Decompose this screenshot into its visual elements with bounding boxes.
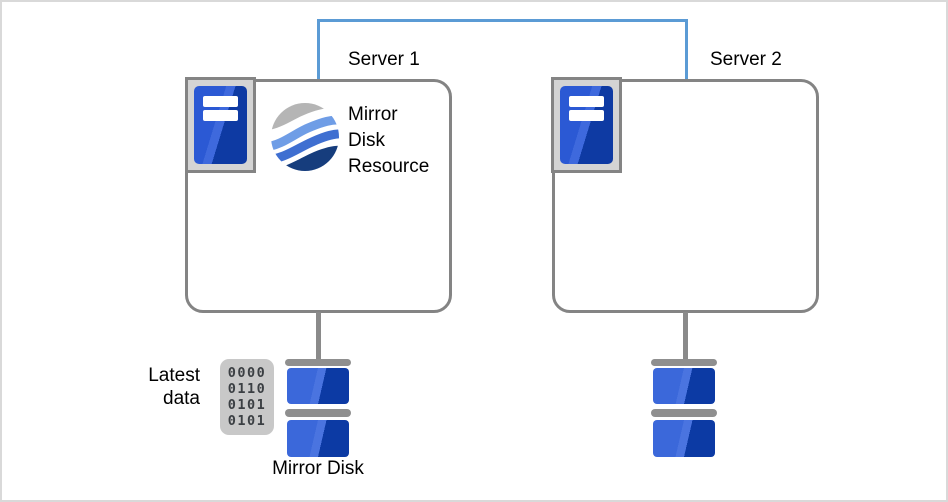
mirror-disk-resource-icon <box>271 103 339 171</box>
server1-disk-connector <box>316 312 321 360</box>
resource-label-line: Mirror <box>348 104 398 125</box>
server2-disk-connector <box>683 312 688 360</box>
disk-platter <box>287 420 349 457</box>
latest-data-line: data <box>163 388 200 409</box>
binary-row: 0101 <box>227 397 267 413</box>
tower-slot <box>569 110 604 121</box>
interconnect-line-horizontal <box>317 19 688 22</box>
interconnect-line-server1 <box>317 19 320 79</box>
server-tower-body <box>560 86 613 164</box>
latest-data-label: Latest data <box>124 364 200 410</box>
latest-data-line: Latest <box>148 365 200 386</box>
resource-label-line: Disk <box>348 130 385 151</box>
server1-tower-icon <box>185 77 256 173</box>
server2-tower-icon <box>551 77 622 173</box>
disk-platter <box>653 368 715 404</box>
tower-slot <box>203 96 238 107</box>
server2-disk-icon <box>651 359 717 457</box>
disk-bar <box>285 409 351 417</box>
disk-platter <box>287 368 349 404</box>
server-tower-body <box>194 86 247 164</box>
binary-row: 0101 <box>227 413 267 429</box>
server1-label: Server 1 <box>348 49 420 70</box>
resource-label-line: Resource <box>348 156 430 177</box>
mirror-disk-resource-label: Mirror Disk Resource <box>348 102 429 180</box>
interconnect-line-server2 <box>685 19 688 79</box>
disk-bar <box>285 359 351 366</box>
disk-bar <box>651 409 717 417</box>
binary-data-icon: 0000 0110 0101 0101 <box>220 359 274 435</box>
server1-disk-icon <box>285 359 351 457</box>
disk-bar <box>651 359 717 366</box>
tower-slot <box>569 96 604 107</box>
disk-platter <box>653 420 715 457</box>
mirror-disk-label: Mirror Disk <box>272 458 364 479</box>
server2-label: Server 2 <box>710 49 782 70</box>
binary-row: 0110 <box>227 381 267 397</box>
binary-row: 0000 <box>227 365 267 381</box>
tower-slot <box>203 110 238 121</box>
